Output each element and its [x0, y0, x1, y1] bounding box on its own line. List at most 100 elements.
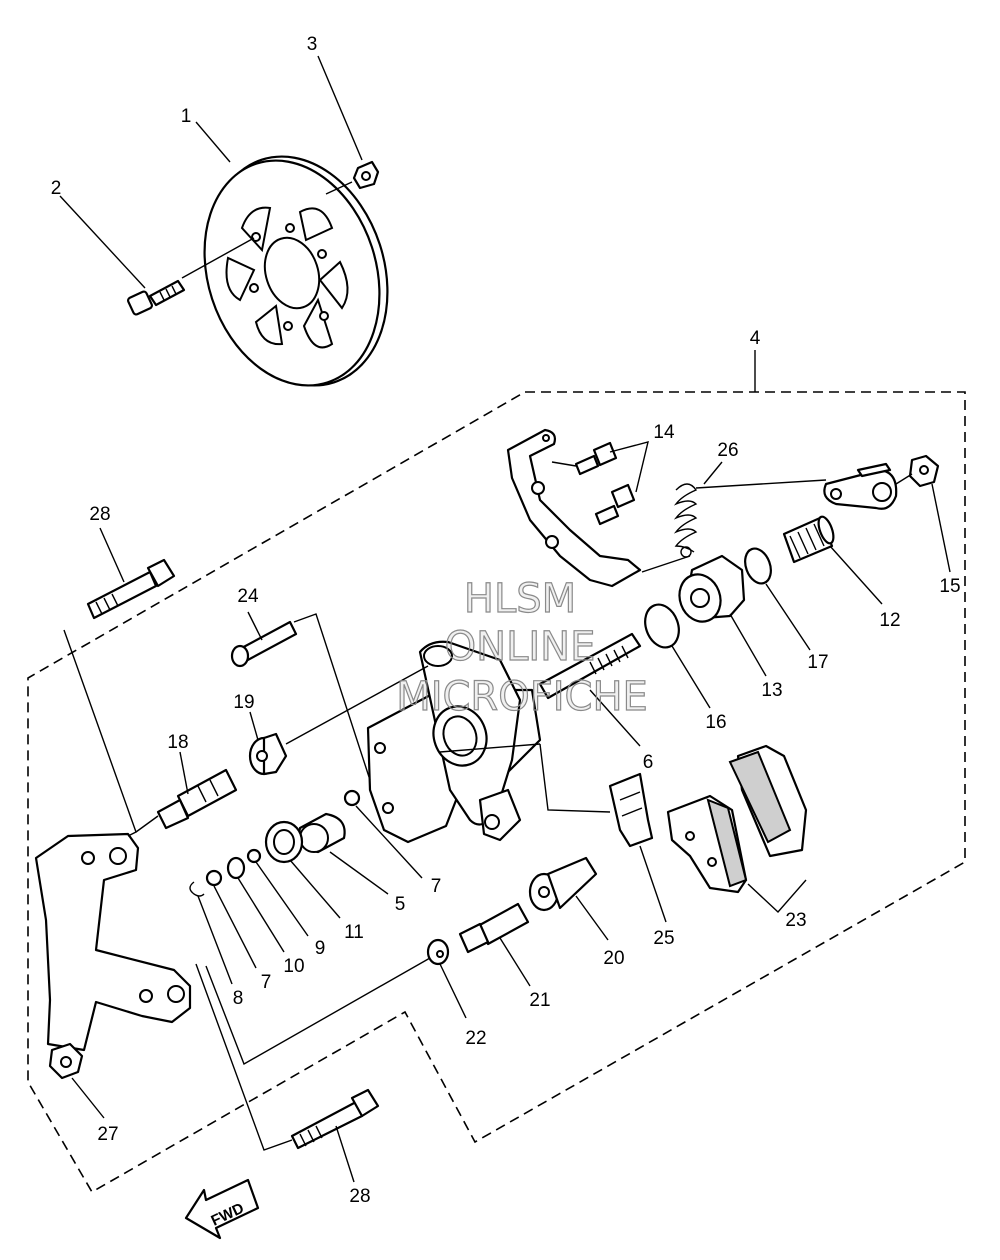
leader-1 [195, 121, 231, 163]
leader-25 [639, 845, 667, 923]
callout-21: 21 [529, 990, 550, 1011]
brake-pad-inner[interactable] [666, 794, 748, 894]
leader-25b [539, 743, 611, 813]
caliper-upper-bracket[interactable] [506, 428, 642, 588]
leader-10 [237, 877, 285, 953]
callout-19: 19 [233, 692, 254, 713]
watermark-line1: HLSM [464, 576, 576, 622]
callout-10: 10 [283, 956, 304, 977]
caliper-mount-bracket[interactable] [34, 832, 192, 1052]
dust-boot-20[interactable] [528, 856, 598, 912]
leader-26c [641, 555, 691, 573]
callout-5: 5 [395, 894, 406, 915]
leader-5 [329, 851, 389, 895]
leader-24 [247, 611, 263, 641]
lever-nut[interactable] [908, 454, 940, 488]
leader-19 [249, 711, 259, 741]
leader-7b [213, 885, 257, 969]
leader-3b [325, 181, 353, 195]
brake-disc[interactable] [177, 133, 416, 409]
callout-labels: 1 2 3 4 5 6 7 7 8 9 10 11 12 13 14 15 16… [51, 34, 961, 1207]
watermark: HLSM ONLINE MICROFICHE [396, 575, 649, 720]
slide-pin-21[interactable] [458, 902, 530, 954]
callout-17: 17 [807, 652, 828, 673]
callout-16: 16 [705, 712, 726, 733]
leader-19b [285, 665, 429, 745]
dust-boot-19[interactable] [248, 732, 288, 776]
assembly-boundary [27, 391, 966, 1194]
slide-pin-24[interactable] [230, 620, 298, 668]
callout-12: 12 [879, 610, 900, 631]
callout-22: 22 [465, 1028, 486, 1049]
bracket-nut[interactable] [48, 1042, 84, 1080]
callout-3: 3 [307, 34, 318, 55]
leader-26b [695, 479, 827, 489]
forward-direction-arrow: FWD [184, 1178, 260, 1240]
seal-11[interactable] [264, 820, 304, 864]
callout-9: 9 [315, 938, 326, 959]
bracket-bolt-upper[interactable] [574, 441, 618, 476]
adjuster-bushing[interactable] [673, 554, 746, 627]
callout-7-upper: 7 [431, 876, 442, 897]
caliper-body[interactable] [366, 640, 542, 844]
callout-2: 2 [51, 178, 62, 199]
washer-10[interactable] [226, 856, 246, 880]
piston-5[interactable] [298, 812, 346, 854]
callout-25: 25 [653, 928, 674, 949]
leader-11 [289, 859, 341, 919]
bracket-bolt-lower[interactable] [594, 483, 636, 526]
leader-16 [671, 645, 711, 709]
leader-15 [931, 483, 951, 573]
mount-bolt-top[interactable] [86, 558, 176, 620]
brake-pad-outer[interactable] [728, 744, 808, 858]
leader-22b [205, 957, 431, 1066]
actuator-shaft[interactable] [538, 632, 642, 700]
pad-spring-clip[interactable] [608, 772, 654, 848]
slide-pin-18[interactable] [156, 768, 238, 830]
leader-18b [135, 815, 159, 833]
callout-28-top: 28 [89, 504, 110, 525]
callout-1: 1 [181, 106, 192, 127]
callout-23: 23 [785, 910, 806, 931]
leader-23 [747, 879, 807, 914]
callout-20: 20 [603, 948, 624, 969]
leader-14 [609, 441, 649, 493]
adjuster-screw[interactable] [782, 515, 836, 564]
mount-bolt-bottom[interactable] [290, 1088, 380, 1150]
callout-28-bottom: 28 [349, 1186, 370, 1207]
leader-7a [355, 805, 423, 879]
clip-22[interactable] [426, 938, 450, 966]
leader-13 [729, 613, 767, 677]
callout-8: 8 [233, 988, 244, 1009]
callout-6: 6 [643, 752, 654, 773]
callout-11: 11 [344, 922, 364, 943]
callout-14: 14 [653, 422, 675, 443]
ring-7-upper[interactable] [343, 789, 361, 807]
o-ring-9[interactable] [246, 848, 262, 864]
leader-24b [293, 613, 371, 781]
callout-15: 15 [939, 576, 960, 597]
leader-22 [439, 963, 467, 1019]
leader-21 [499, 937, 531, 987]
leader-15b [895, 473, 913, 485]
leader-2b [181, 237, 255, 279]
leader-26 [703, 461, 723, 485]
leader-28a [99, 527, 125, 583]
disc-nut[interactable] [352, 160, 380, 190]
return-spring[interactable] [673, 483, 698, 558]
clip-8[interactable] [189, 881, 205, 897]
o-ring-17[interactable] [741, 545, 776, 587]
callout-18: 18 [167, 732, 188, 753]
leader-17 [765, 583, 811, 651]
brake-lever-plate[interactable] [823, 462, 898, 510]
watermark-line3: MICROFICHE [396, 674, 648, 720]
leader-8 [197, 895, 233, 985]
ring-7-lower[interactable] [205, 869, 223, 887]
leader-6 [589, 689, 641, 747]
o-ring-16[interactable] [639, 600, 684, 652]
leader-2 [59, 195, 146, 289]
disc-bolt[interactable] [127, 279, 186, 316]
leader-caliper [439, 743, 541, 753]
leader-18 [179, 751, 189, 795]
